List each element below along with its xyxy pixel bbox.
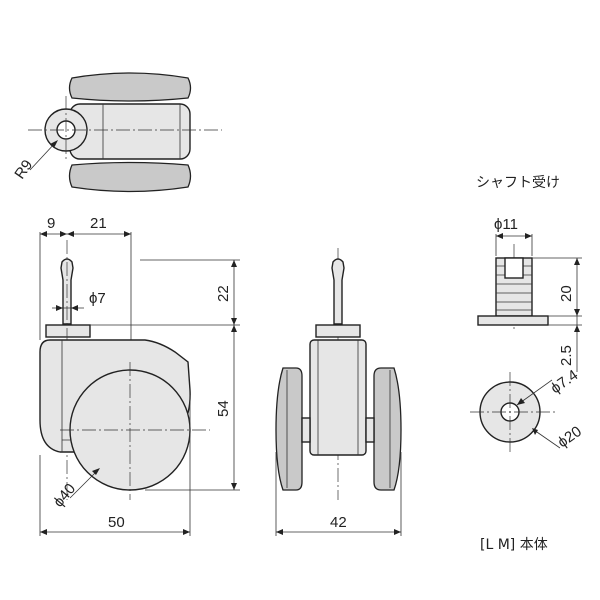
front-view: 42 bbox=[275, 248, 402, 536]
bearing-flange bbox=[477, 315, 549, 326]
dim-50: 50 bbox=[108, 514, 125, 531]
shaft-bearing-detail: シャフト受け ϕ11 20 2.5 bbox=[470, 175, 585, 452]
dim-22: 22 bbox=[215, 285, 232, 302]
front-wheel-right bbox=[373, 367, 402, 491]
dim-54: 54 bbox=[215, 400, 232, 417]
dim-42: 42 bbox=[330, 514, 347, 531]
r9-label: R9 bbox=[11, 157, 36, 182]
dim-2-5: 2.5 bbox=[558, 345, 575, 366]
front-housing bbox=[309, 339, 367, 456]
top-view: R9 bbox=[11, 72, 222, 193]
side-view: 9 21 ϕ7 22 54 ϕ40 bbox=[39, 215, 240, 536]
side-shaft-collar bbox=[45, 324, 91, 338]
shaft-bearing-title: シャフト受け bbox=[476, 175, 560, 191]
top-body bbox=[69, 103, 191, 160]
dim-phi40: ϕ40 bbox=[50, 480, 79, 510]
bearing-slot bbox=[504, 257, 524, 279]
front-collar bbox=[315, 324, 361, 338]
dim-phi7-4: ϕ7.4 bbox=[548, 367, 582, 398]
top-wheel-lower bbox=[68, 161, 192, 193]
front-wheel-left bbox=[275, 367, 303, 491]
dim-phi11: ϕ11 bbox=[494, 216, 518, 233]
dim-21: 21 bbox=[90, 215, 107, 232]
front-shaft bbox=[331, 258, 345, 325]
footer-partial-text: [L M] 本体 bbox=[480, 537, 548, 553]
top-wheel-upper bbox=[68, 72, 192, 102]
dim-20: 20 bbox=[558, 285, 575, 302]
dim-phi7: ϕ7 bbox=[89, 290, 106, 307]
dim-9: 9 bbox=[47, 215, 55, 232]
